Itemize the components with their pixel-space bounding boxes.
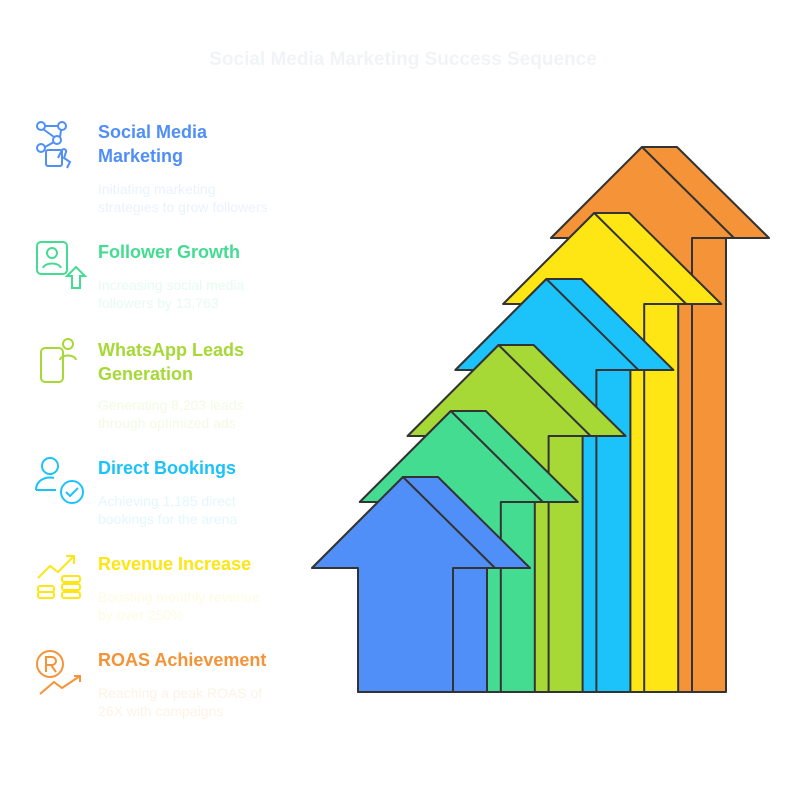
description-line: Reaching a peak ROAS of <box>98 685 263 701</box>
description-line: through optimized ads <box>98 415 236 431</box>
arrow-front-face <box>311 476 496 693</box>
description-line: Increasing social media <box>98 277 245 293</box>
step-title-line: Follower Growth <box>98 242 240 262</box>
description-line: 26X with campaigns <box>98 703 224 719</box>
step-description: Initiating marketing strategies to grow f… <box>98 180 298 216</box>
user-check-icon <box>35 457 84 504</box>
step-description: Increasing social media followers by 13,7… <box>98 276 298 312</box>
step-title-line: Revenue Increase <box>98 554 252 574</box>
phone-user-icon <box>40 338 77 383</box>
step-description: Generating 8,203 leads through optimized … <box>98 396 298 432</box>
step-title: Revenue Increase <box>98 552 251 576</box>
step-title-line: ROAS Achievement <box>98 650 267 670</box>
description-line: followers by 13,763 <box>98 295 219 311</box>
description-line: Generating 8,203 leads <box>98 397 244 413</box>
description-line: Initiating marketing <box>98 181 216 197</box>
description-line: bookings for the arena <box>98 511 238 527</box>
description-line: by over 250% <box>98 607 184 623</box>
step-title-line: Generation <box>98 364 194 384</box>
description-line: strategies to grow followers <box>98 199 268 215</box>
step-title-line: Marketing <box>98 146 184 166</box>
user-growth-icon <box>36 241 88 289</box>
roas-chart-icon <box>36 650 81 695</box>
step-description: Achieving 1,185 direct bookings for the a… <box>98 492 298 528</box>
step-title-line: WhatsApp Leads <box>98 340 245 360</box>
step-title-line: Social Media <box>98 122 208 142</box>
step-title: ROAS Achievement <box>98 648 266 672</box>
description-line: Boosting monthly revenue <box>98 589 260 605</box>
step-description: Boosting monthly revenue by over 250% <box>98 588 298 624</box>
description-line: Achieving 1,185 direct <box>98 493 236 509</box>
step-description: Reaching a peak ROAS of 26X with campaign… <box>98 684 298 720</box>
step-title-line: Direct Bookings <box>98 458 237 478</box>
page-title: Social Media Marketing Success Sequence <box>209 49 597 70</box>
step-title: Follower Growth <box>98 240 240 264</box>
step-title: Direct Bookings <box>98 456 236 480</box>
network-hand-icon <box>36 121 72 169</box>
coins-trend-icon <box>37 555 81 599</box>
